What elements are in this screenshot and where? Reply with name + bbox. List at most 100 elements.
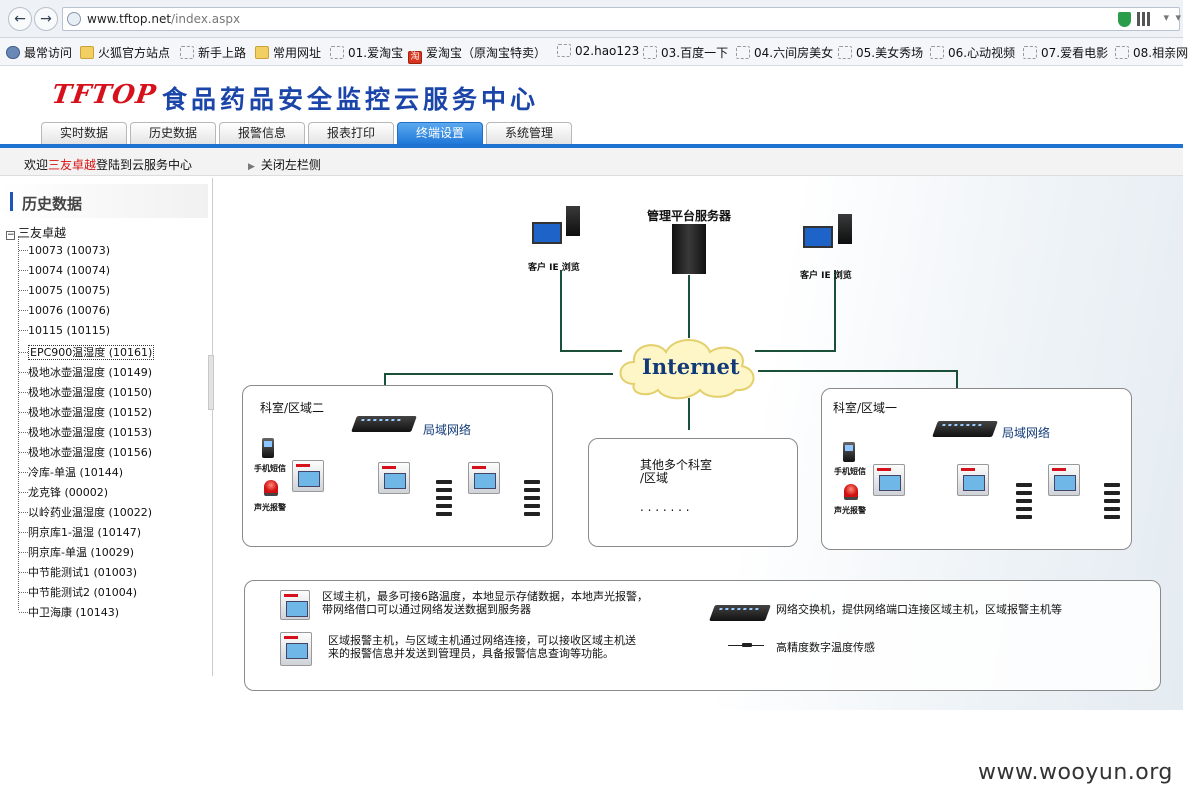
tab-system[interactable]: 系统管理 — [486, 122, 572, 144]
alarm-host-icon — [280, 632, 312, 666]
tree-node[interactable]: 极地冰壶温湿度 (10156) — [19, 444, 152, 460]
sensor-icon — [524, 504, 540, 508]
bookmark-item[interactable]: 05.美女秀场 — [838, 44, 923, 61]
tree-node[interactable]: 中节能测试2 (01004) — [19, 584, 137, 600]
sensor-icon — [1104, 499, 1120, 503]
tree-node-selected[interactable]: EPC900温湿度 (10161) — [19, 344, 155, 360]
address-bar[interactable]: www.tftop.net/index.aspx ▾ ▾ — [62, 7, 1181, 31]
sensor-icon — [524, 512, 540, 516]
sensor-icon — [436, 512, 452, 516]
bookmark-item[interactable]: 04.六间房美女 — [736, 44, 833, 61]
sensor-icon — [436, 488, 452, 492]
shield-icon[interactable] — [1118, 12, 1131, 27]
tree-node[interactable]: 阴京库1-温湿 (10147) — [19, 524, 141, 540]
network-switch-icon — [932, 421, 998, 437]
page-title: 食品药品安全监控云服务中心 — [162, 85, 540, 114]
back-button[interactable]: ← — [8, 7, 32, 31]
bookmark-item[interactable]: 01.爱淘宝 — [330, 44, 403, 61]
tree-node[interactable]: 极地冰壶温湿度 (10153) — [19, 424, 152, 440]
sms-label: 手机短信 — [254, 464, 286, 473]
close-sidebar-link[interactable]: ▶关闭左栏侧 — [248, 158, 321, 172]
tree-node[interactable]: 极地冰壶温湿度 (10149) — [19, 364, 152, 380]
bookmark-item[interactable]: 最常访问 — [6, 44, 72, 61]
tree-node[interactable]: 10074 (10074) — [19, 264, 110, 277]
accent-bar — [10, 192, 13, 211]
tab-reports[interactable]: 报表打印 — [308, 122, 394, 144]
tree-node[interactable]: 10073 (10073) — [19, 244, 110, 257]
bookmark-item[interactable]: 新手上路 — [180, 44, 246, 61]
sidebar-splitter[interactable] — [208, 355, 214, 410]
legend-area-host: 区域主机，最多可接6路温度，本地显示存储数据，本地声光报警，带网络借口可以通过网… — [322, 590, 648, 616]
client-label: 客户 IE 浏览 — [800, 271, 852, 281]
browser-toolbar: ← → www.tftop.net/index.aspx ▾ ▾ — [0, 0, 1183, 38]
bookmark-item[interactable]: 07.爱看电影 — [1023, 44, 1108, 61]
tree-root[interactable]: −三友卓越 — [6, 226, 67, 240]
sidebar: 历史数据 −三友卓越 10073 (10073) 10074 (10074) 1… — [0, 178, 213, 676]
page-icon — [330, 46, 344, 59]
tab-history[interactable]: 历史数据 — [130, 122, 216, 144]
tab-terminal-settings[interactable]: 终端设置 — [397, 122, 483, 144]
tab-realtime[interactable]: 实时数据 — [41, 122, 127, 144]
other-zones-dots: . . . . . . . — [640, 500, 690, 514]
network-switch-icon — [709, 605, 771, 621]
tree-node[interactable]: 10076 (10076) — [19, 304, 110, 317]
chevron-down-icon[interactable]: ▾ — [1163, 11, 1169, 24]
bookmark-item[interactable]: 常用网址 — [255, 44, 321, 61]
tree-node[interactable]: 龙克锋 (00002) — [19, 484, 108, 500]
sensor-icon — [1104, 507, 1120, 511]
siren-label: 声光报警 — [834, 506, 866, 515]
lan-label: 局域网络 — [423, 423, 472, 437]
sensor-icon — [524, 480, 540, 484]
bookmark-item[interactable]: 火狐官方站点 — [80, 44, 170, 61]
area-host-icon — [280, 590, 310, 620]
bookmarks-bar: 最常访问 火狐官方站点 新手上路 常用网址 01.爱淘宝 淘爱淘宝（原淘宝特卖）… — [0, 38, 1188, 66]
other-zones-line1: 其他多个科室 — [640, 458, 713, 472]
bookmark-item[interactable]: 08.相亲网 — [1115, 44, 1188, 61]
tree-node[interactable]: 中卫海康 (10143) — [19, 604, 119, 620]
tree-node[interactable]: 10115 (10115) — [19, 324, 110, 337]
tab-alarms[interactable]: 报警信息 — [219, 122, 305, 144]
sensor-icon — [1016, 515, 1032, 519]
bookmark-item[interactable]: 06.心动视频 — [930, 44, 1015, 61]
globe-icon — [67, 12, 81, 26]
sensor-icon — [436, 480, 452, 484]
tree-node[interactable]: 极地冰壶温湿度 (10152) — [19, 404, 152, 420]
page-icon — [557, 44, 571, 57]
sensor-icon — [1016, 491, 1032, 495]
url-text: www.tftop.net/index.aspx — [87, 12, 241, 26]
area-host-icon — [468, 462, 500, 494]
sensor-icon — [1016, 499, 1032, 503]
tree-node[interactable]: 中节能测试1 (01003) — [19, 564, 137, 580]
tree-guide-line — [18, 236, 19, 610]
chevron-down-icon[interactable]: ▾ — [1175, 11, 1181, 24]
legend-box — [244, 580, 1161, 691]
bookmark-item[interactable]: 淘爱淘宝（原淘宝特卖） — [408, 44, 546, 64]
tree-node[interactable]: 以岭药业温湿度 (10022) — [19, 504, 152, 520]
key-icon — [6, 46, 20, 59]
sidebar-title: 历史数据 — [22, 195, 83, 213]
sensor-icon — [436, 496, 452, 500]
page-icon — [736, 46, 750, 59]
qr-code-icon[interactable] — [1137, 12, 1151, 26]
tree-node[interactable]: 极地冰壶温湿度 (10150) — [19, 384, 152, 400]
tab-underline — [0, 144, 1183, 148]
forward-button[interactable]: → — [34, 7, 58, 31]
tree-node[interactable]: 阴京库-单温 (10029) — [19, 544, 134, 560]
cloud-icon — [619, 339, 755, 400]
sensor-icon — [1016, 483, 1032, 487]
sub-toolbar — [0, 148, 1183, 176]
page-icon — [643, 46, 657, 59]
siren-icon — [844, 484, 858, 500]
area-host-icon — [1048, 464, 1080, 496]
bookmark-item[interactable]: 03.百度一下 — [643, 44, 728, 61]
sensor-icon — [524, 496, 540, 500]
sms-label: 手机短信 — [834, 467, 866, 476]
taobao-icon: 淘 — [408, 51, 422, 64]
siren-icon — [264, 480, 278, 496]
bookmark-item[interactable]: 02.hao123 — [557, 44, 639, 58]
network-switch-icon — [351, 416, 417, 432]
tree-node[interactable]: 冷库-单温 (10144) — [19, 464, 123, 480]
collapse-icon[interactable]: − — [6, 230, 15, 240]
mobile-phone-icon — [262, 438, 274, 458]
tree-node[interactable]: 10075 (10075) — [19, 284, 110, 297]
